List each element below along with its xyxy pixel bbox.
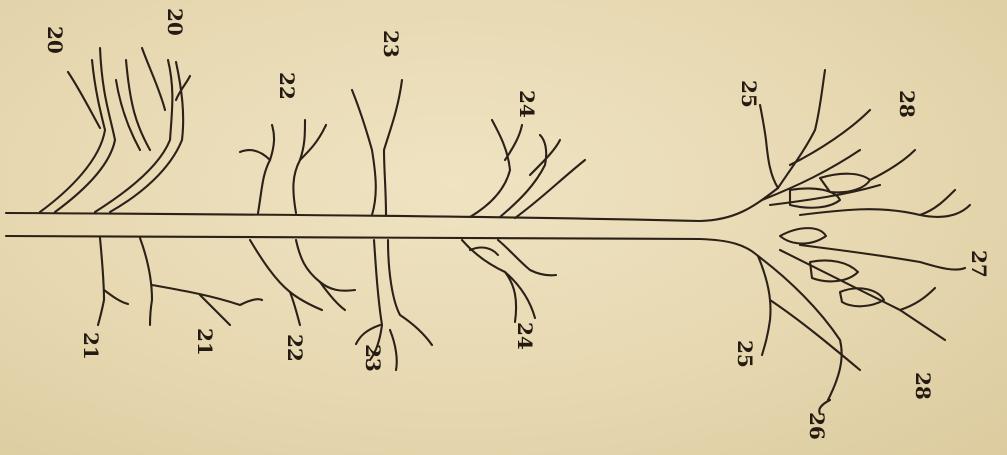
branch-25-28-top [760,70,970,217]
figure-labels: 20 20 22 23 24 25 28 21 21 22 23 24 25 2… [43,8,991,440]
branch-23-top [352,80,402,215]
label-28-top: 28 [895,90,919,118]
label-24-top: 24 [515,90,539,118]
branch-20-top [40,48,190,212]
branch-24-bottom [462,240,556,322]
label-23-bottom: 23 [361,344,385,372]
label-28-bottom: 28 [911,372,935,400]
label-22-top: 22 [275,72,299,100]
label-24-bottom: 24 [513,322,537,350]
label-23-top: 23 [379,30,403,58]
label-25-bottom: 25 [733,340,757,368]
branch-22-bottom [250,240,355,325]
label-21-left: 21 [79,332,103,360]
label-21-right: 21 [193,328,217,356]
label-25-top: 25 [737,80,761,108]
label-20-right: 20 [163,8,187,36]
label-22-bottom: 22 [283,334,307,362]
branch-24-top [470,120,585,218]
main-trunk [6,188,778,256]
branch-22-top [240,120,326,213]
label-20-left: 20 [43,26,67,54]
label-26-bottom: 26 [805,412,829,440]
branch-21-bottom [98,238,262,325]
label-27-right: 27 [967,250,991,278]
